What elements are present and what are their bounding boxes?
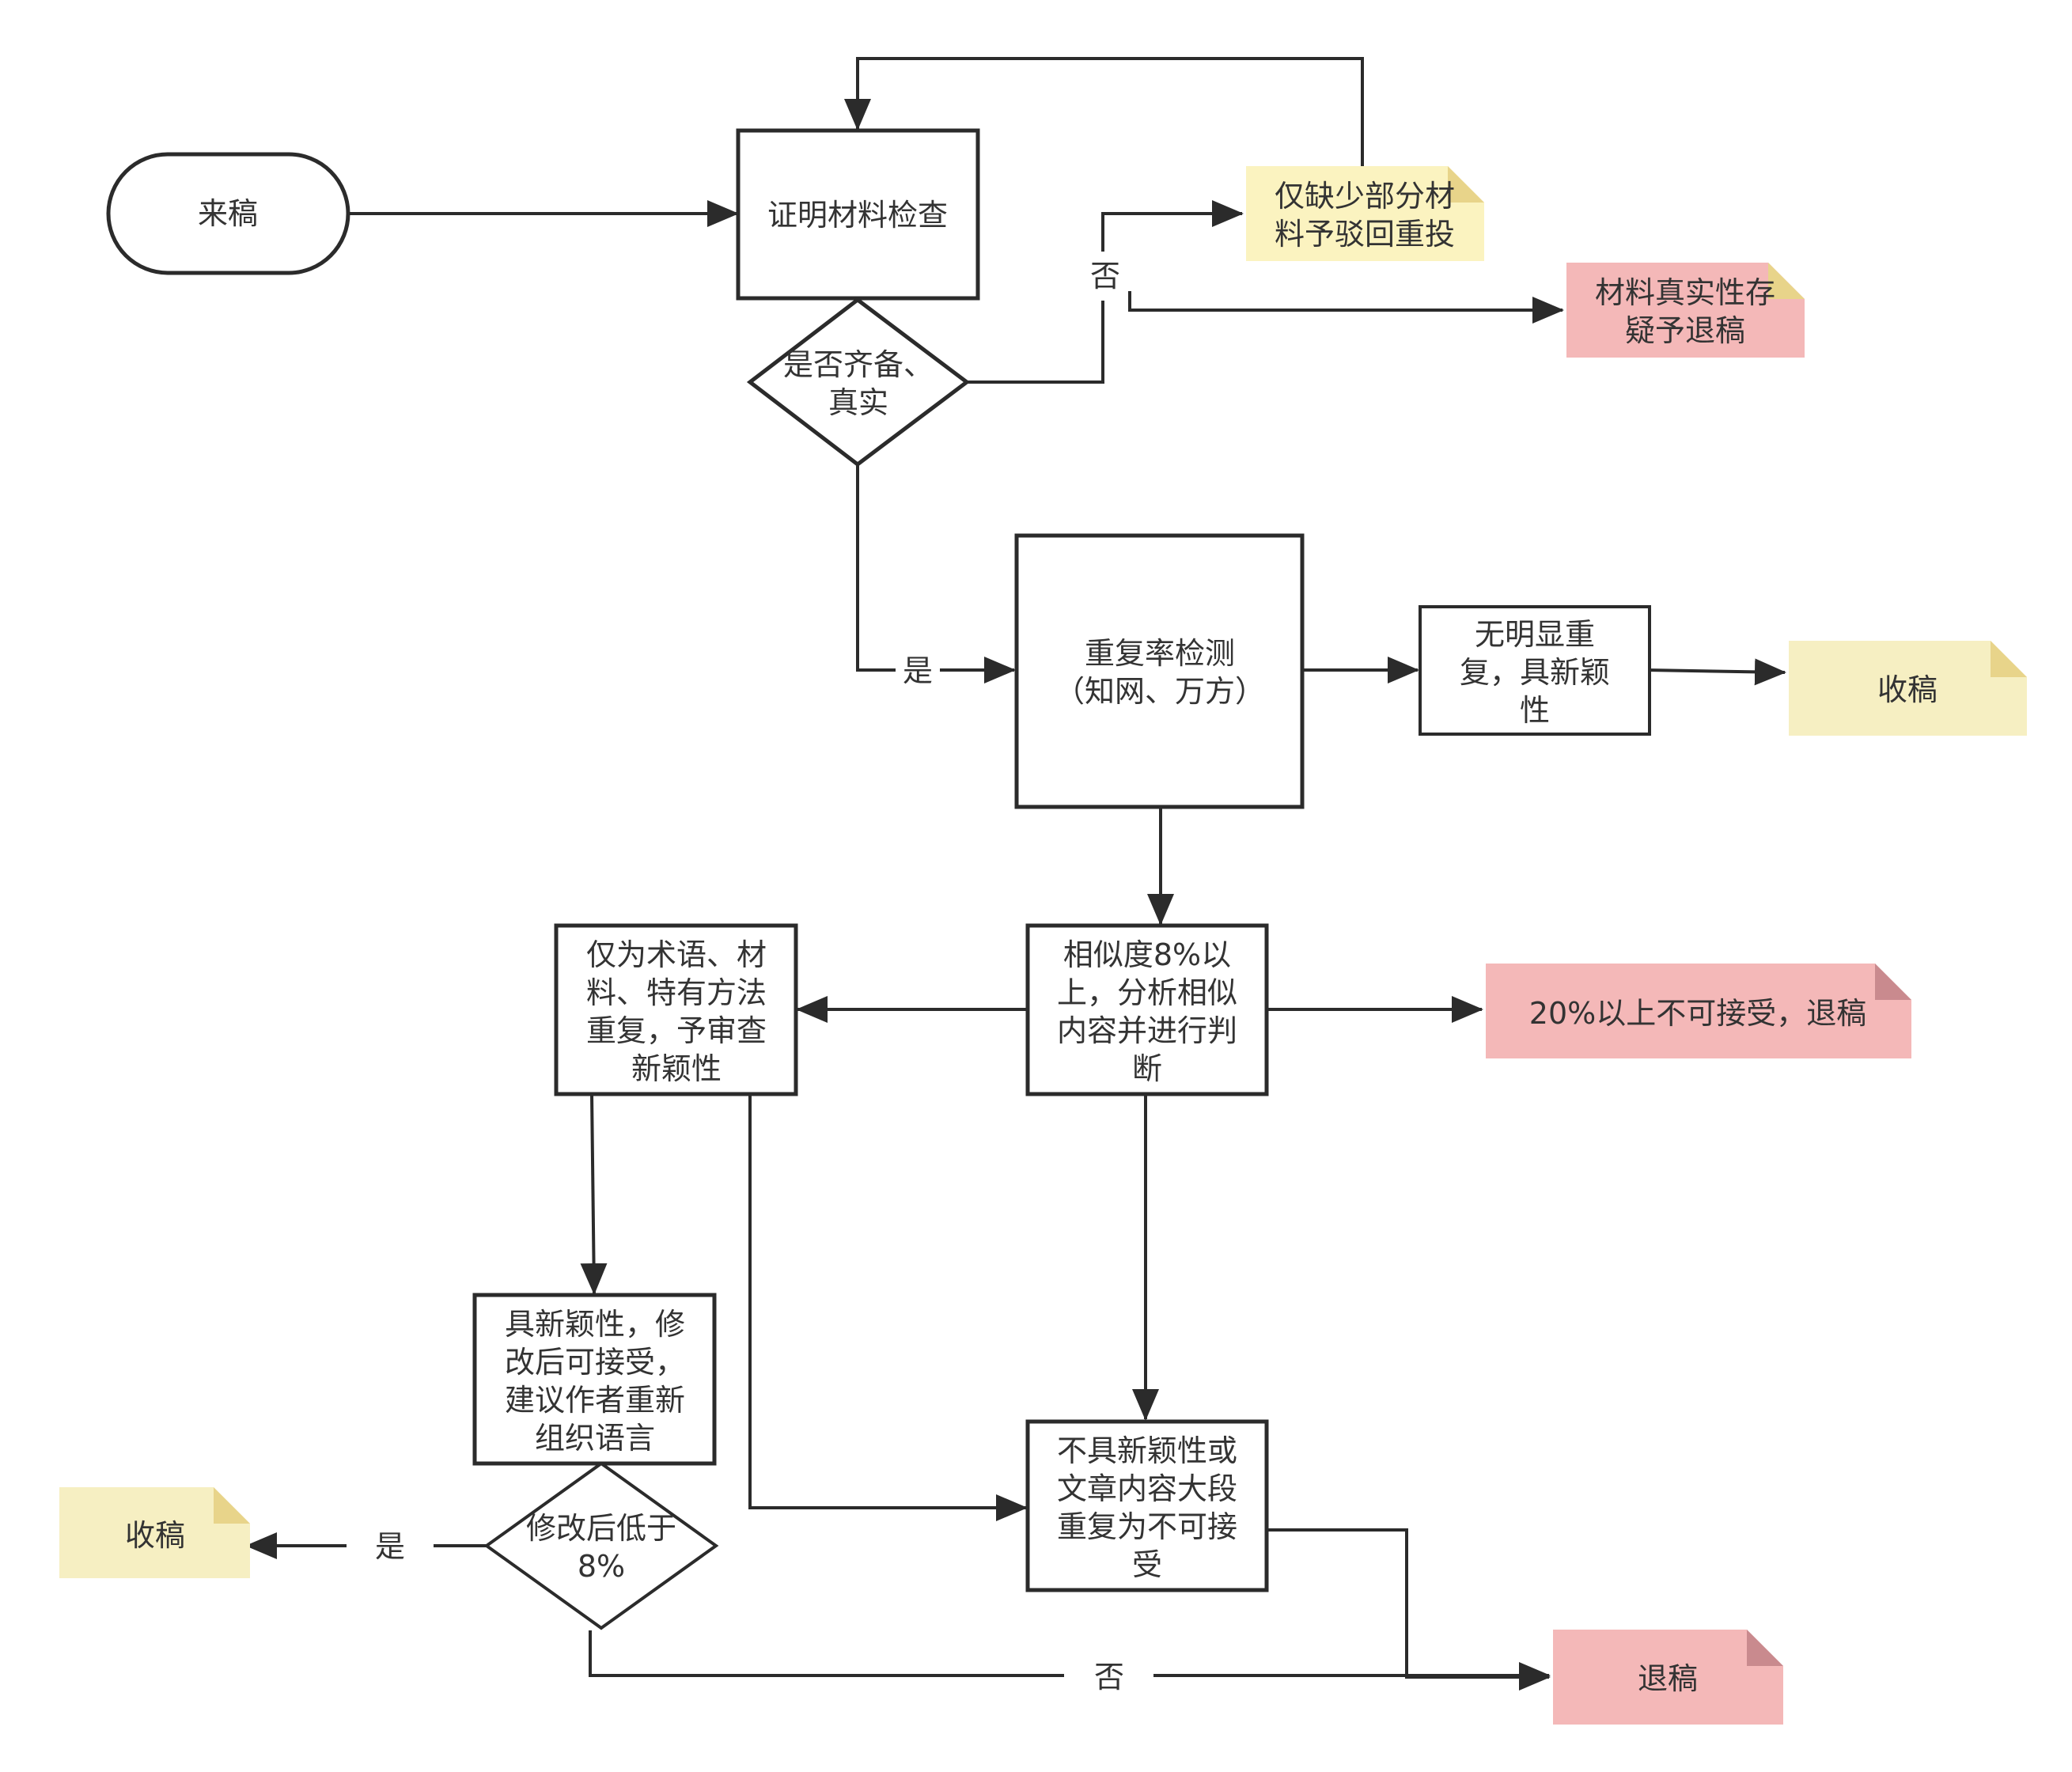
node-text-line: 是否齐备、	[783, 347, 934, 382]
complete-decision: 是否齐备、真实	[746, 297, 971, 468]
complete-decision-label: 是否齐备、真实	[783, 347, 934, 420]
dup-check-process: 重复率检测（知网、万方）	[1014, 533, 1305, 809]
node-text-line: 仅缺少部分材	[1275, 179, 1455, 214]
accept-note-1-label: 收稿	[1877, 672, 1938, 707]
node-text-line: 8%	[578, 1549, 625, 1584]
edge-terms-only-to-not-acceptable	[748, 1094, 1028, 1521]
partial-missing-note-body	[1246, 166, 1484, 261]
node-text-line: 具新颖性，修	[505, 1307, 685, 1342]
node-text-line: 料予驳回重投	[1275, 217, 1455, 252]
partial-missing-note: 仅缺少部分材料予驳回重投	[1246, 166, 1484, 261]
no-dup-label: 无明显重复，具新颖性	[1460, 617, 1610, 728]
authenticity-doubt-note: 材料真实性存疑予退稿	[1566, 263, 1805, 358]
authenticity-doubt-note-body	[1566, 263, 1805, 358]
edge-complete-no-to-authenticity-doubt	[1128, 291, 1564, 324]
reject-note: 退稿	[1553, 1630, 1783, 1725]
node-text-line: 新颖性	[631, 1051, 722, 1086]
node-text-line: 不具新颖性或	[1057, 1433, 1237, 1468]
accept-note-2: 收稿	[59, 1487, 250, 1578]
node-text-line: 组织语言	[535, 1421, 655, 1456]
edge-not-acceptable-to-reject	[1266, 1528, 1551, 1691]
node-text-line: 复，具新颖	[1460, 655, 1610, 690]
partial-missing-note-label: 仅缺少部分材料予驳回重投	[1275, 179, 1455, 252]
edge-no-dup-to-accept	[1646, 658, 1786, 686]
edge-partial-missing-back-to-cert-check	[844, 57, 1364, 166]
edge-label-complete-yes: 是	[903, 653, 933, 688]
edge-label-below8-no: 否	[1094, 1660, 1124, 1694]
node-text-line: 建议作者重新	[505, 1383, 685, 1418]
no-dup-process: 无明显重复，具新颖性	[1419, 605, 1651, 736]
accept-note-1-fold	[1991, 641, 2027, 677]
over20-note-label: 20%以上不可接受，退稿	[1529, 996, 1866, 1031]
node-text-line: 修改后低于	[526, 1511, 676, 1546]
partial-missing-note-fold	[1448, 166, 1484, 203]
start-label: 来稿	[198, 196, 258, 231]
reject-note-fold	[1747, 1630, 1783, 1666]
authenticity-doubt-note-fold	[1768, 263, 1805, 299]
node-text-line: 料、特有方法	[586, 975, 767, 1010]
edges	[247, 57, 1786, 1691]
similarity-analysis-label: 相似度8%以上，分析相似内容并进行判断	[1057, 937, 1237, 1086]
edge-complete-yes-to-dup-check	[856, 464, 1014, 670]
edge-label-below8-yes: 是	[375, 1529, 405, 1564]
node-text-line: 退稿	[1638, 1661, 1698, 1696]
node-text-line: 性	[1520, 693, 1550, 728]
node-text-line: 来稿	[198, 196, 258, 231]
edge-label-complete-no: 否	[1090, 259, 1120, 293]
accept-note-2-label: 收稿	[125, 1518, 185, 1553]
over20-note-fold	[1875, 964, 1911, 1000]
edge-complete-no-to-partial-missing	[1101, 200, 1244, 252]
node-text-line: 上，分析相似	[1057, 975, 1237, 1010]
node-text-line: 证明材料检查	[767, 198, 948, 233]
node-text-line: 重复，予审查	[586, 1013, 767, 1048]
edge-complete-no-trunk	[967, 301, 1104, 384]
novel-revise-label: 具新颖性，修改后可接受，建议作者重新组织语言	[505, 1307, 685, 1456]
reject-note-body	[1553, 1630, 1783, 1725]
node-text-line: 断	[1132, 1051, 1162, 1086]
node-text-line: 收稿	[1877, 672, 1938, 707]
edge-labels: 否 是 是 否	[375, 259, 1124, 1694]
node-text-line: 收稿	[125, 1518, 185, 1553]
not-acceptable-process: 不具新颖性或文章内容大段重复为不可接受	[1025, 1419, 1269, 1592]
cert-check-process: 证明材料检查	[736, 128, 980, 301]
accept-note-2-fold	[214, 1487, 250, 1524]
node-text-line: 改后可接受，	[505, 1345, 685, 1380]
node-text-line: 20%以上不可接受，退稿	[1529, 996, 1866, 1031]
node-text-line: 疑予退稿	[1625, 313, 1745, 348]
accept-note-1: 收稿	[1789, 641, 2027, 736]
similarity-analysis-process: 相似度8%以上，分析相似内容并进行判断	[1025, 923, 1269, 1096]
node-text-line: 重复为不可接	[1057, 1509, 1237, 1544]
node-text-line: 无明显重	[1475, 617, 1595, 652]
node-text-line: （知网、万方）	[1055, 674, 1265, 709]
node-text-line: 真实	[828, 385, 888, 420]
edge-terms-only-to-novel-revise	[580, 1093, 608, 1295]
not-acceptable-label: 不具新颖性或文章内容大段重复为不可接受	[1057, 1433, 1237, 1582]
over20-note: 20%以上不可接受，退稿	[1486, 964, 1911, 1058]
novel-revise-process: 具新颖性，修改后可接受，建议作者重新组织语言	[472, 1293, 717, 1466]
accept-note-2-body	[59, 1487, 250, 1578]
node-text-line: 受	[1132, 1547, 1162, 1582]
reject-note-label: 退稿	[1638, 1661, 1698, 1696]
node-text-line: 内容并进行判	[1057, 1013, 1237, 1048]
start-terminal: 来稿	[106, 152, 350, 275]
cert-check-label: 证明材料检查	[767, 198, 948, 233]
authenticity-doubt-note-label: 材料真实性存疑予退稿	[1595, 275, 1775, 348]
dup-check-label: 重复率检测（知网、万方）	[1055, 636, 1265, 709]
over20-note-body	[1486, 964, 1911, 1058]
node-text-line: 文章内容大段	[1057, 1471, 1237, 1506]
node-text-line: 重复率检测	[1085, 636, 1235, 671]
node-text-line: 仅为术语、材	[586, 937, 767, 972]
node-text-line: 相似度8%以	[1063, 937, 1231, 972]
terms-only-process: 仅为术语、材料、特有方法重复，予审查新颖性	[554, 923, 798, 1096]
terms-only-label: 仅为术语、材料、特有方法重复，予审查新颖性	[586, 937, 767, 1086]
node-text-line: 材料真实性存	[1595, 275, 1775, 310]
accept-note-1-body	[1789, 641, 2027, 736]
